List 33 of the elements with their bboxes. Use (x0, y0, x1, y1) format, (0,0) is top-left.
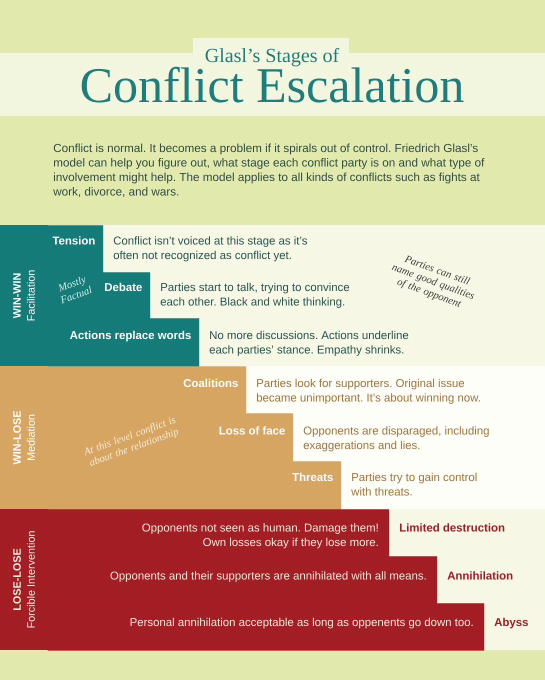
node-label: WIN-WIN (13, 273, 21, 318)
stage-name: Limited destruction (400, 523, 504, 532)
band-strip: LOSE-LOSE Forcible Intervention (0, 509, 48, 650)
stage-name: Annihilation (447, 571, 512, 580)
node-label: Forcible Intervention (26, 531, 35, 628)
node-label: WIN-LOSE (13, 410, 21, 464)
node-label: Facilitation (26, 270, 35, 320)
subtitle: Glasl’s Stages of (206, 48, 340, 66)
handwritten-note: Parties can still name good qualities of the opponent (392, 255, 474, 307)
node-label: Opponents not seen as human. Damage them! Own losses okay if they lose more. (142, 523, 378, 548)
intro-paragraph: Conflict is normal. It becomes a problem if it spirals out of control. Friedrich Glasl’s model can help you figure out, what stage each conflict party is on and what type of involvement might help. The model applies to all kinds of conflicts such as fights at work, divorce, and wars. (53, 144, 484, 197)
stage-step: Actions replace words (48, 318, 200, 367)
node-label: Coalitions (184, 378, 238, 388)
stage-description: Parties try to gain control with threats. (351, 472, 476, 496)
stage-step: Tension (48, 225, 104, 273)
node-label: Personal annihilation acceptable as long as oppenents go down too. (130, 618, 473, 628)
node-label: Mediation (26, 414, 35, 460)
band-strip: WIN-LOSE Mediation (0, 366, 48, 509)
node-label: Tension (52, 236, 95, 245)
stage-description: Parties look for supporters. Original issue became unimportant. It’s about winning now. (256, 378, 480, 404)
stage-description: No more discussions. Actions underline each parties’ stance. Empathy shrinks. (210, 330, 408, 356)
node-label: Loss of face (220, 426, 285, 435)
stage-name: Abyss (494, 618, 528, 628)
stage-step: Coalitions (48, 366, 246, 414)
title: Conflict Escalation (82, 66, 464, 102)
node-label: Opponents and their supporters are annihilated with all means. (110, 571, 426, 582)
node-label: Threats (292, 472, 333, 482)
stage-description: Opponents are disparaged, including exaggerations and lies. (304, 426, 489, 452)
node-label: Actions replace words (70, 330, 191, 342)
stage-description: Conflict isn’t voiced at this stage as it’s often not recognized as conflict yet. (114, 236, 308, 262)
stage-description: Parties start to talk, trying to convince each other. Black and white thinking. (160, 282, 350, 308)
node-label: LOSE-LOSE (13, 548, 21, 610)
node-label: Debate (105, 282, 142, 292)
